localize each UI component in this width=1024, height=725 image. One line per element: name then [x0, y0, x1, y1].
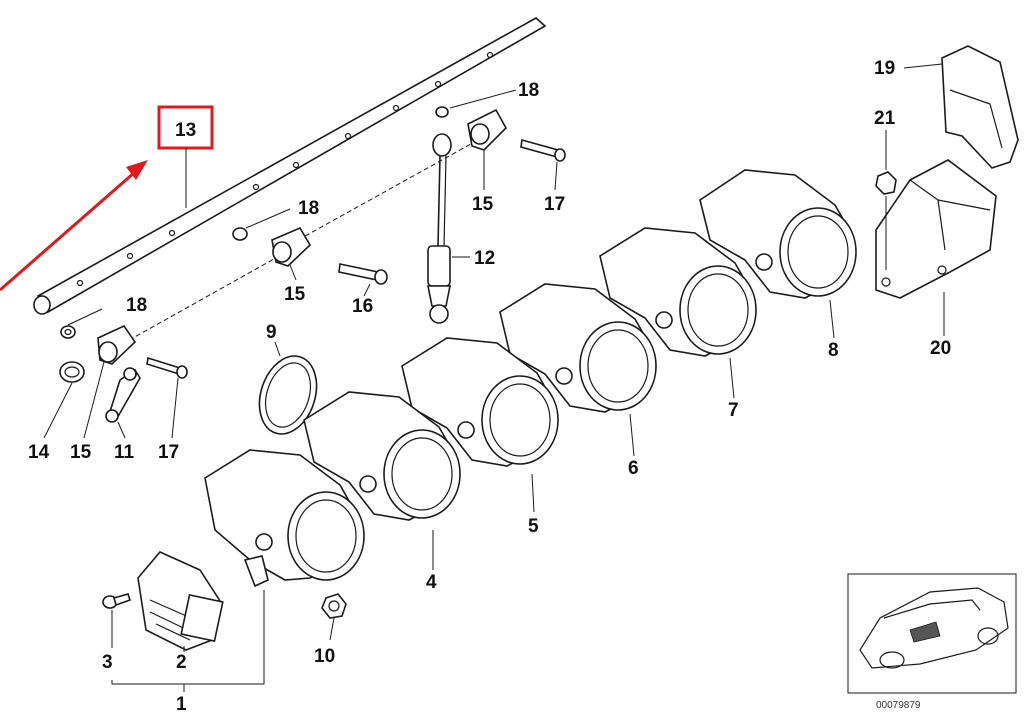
- link-rod-12: [427, 133, 452, 324]
- cover-19: [941, 45, 1019, 169]
- label-15-top: 15: [472, 194, 494, 215]
- ring-14: [59, 361, 85, 383]
- shaft: [33, 17, 547, 315]
- clamp-15-mid: [271, 226, 312, 267]
- label-4: 4: [426, 572, 437, 593]
- label-3: 3: [102, 652, 113, 673]
- label-15-mid: 15: [284, 284, 306, 305]
- sensor-2: [137, 551, 224, 651]
- clamp-15-top: [467, 108, 507, 151]
- throttle-body-7: [599, 227, 757, 357]
- washer-18-left: [60, 325, 76, 339]
- label-18-mid: 18: [298, 198, 319, 219]
- label-10: 10: [314, 646, 335, 667]
- screw-3: [102, 593, 132, 609]
- label-9: 9: [266, 322, 277, 343]
- red-arrow: [0, 160, 148, 292]
- lever-11: [105, 367, 141, 423]
- bolt-17-left: [146, 356, 188, 379]
- throttle-body-1: [204, 449, 365, 588]
- reference-number: 00079879: [876, 700, 921, 711]
- throttle-body-6: [499, 283, 657, 413]
- label-17-left: 17: [158, 442, 179, 463]
- label-13: 13: [175, 120, 196, 141]
- bolt-16: [338, 263, 388, 285]
- label-8: 8: [828, 340, 839, 361]
- label-21: 21: [874, 108, 896, 129]
- leader-lines: [43, 63, 945, 692]
- washer-18-mid: [232, 227, 248, 241]
- label-19: 19: [874, 58, 895, 79]
- car-thumbnail: [847, 573, 1017, 694]
- throttle-body-5: [401, 337, 559, 467]
- nut-21: [875, 171, 897, 195]
- clamp-15-left: [97, 324, 137, 365]
- label-12: 12: [474, 248, 495, 269]
- label-18-left: 18: [126, 295, 147, 316]
- label-16: 16: [352, 296, 373, 317]
- throttle-body-8: [699, 169, 857, 299]
- throttle-body-4: [303, 391, 461, 521]
- label-11: 11: [114, 442, 135, 463]
- part-labels: 13 18 14 15 11 17 18 15 16 18 15 17 12 9…: [28, 58, 951, 715]
- label-18-top: 18: [518, 80, 539, 101]
- label-14: 14: [28, 442, 50, 463]
- label-5: 5: [528, 516, 539, 537]
- label-20: 20: [930, 338, 951, 359]
- washer-18-top: [435, 106, 449, 118]
- label-2: 2: [176, 652, 187, 673]
- bolt-17-top: [520, 138, 566, 162]
- label-7: 7: [728, 400, 739, 421]
- bracket-20: [875, 159, 997, 299]
- label-6: 6: [628, 458, 639, 479]
- label-17-top: 17: [544, 194, 565, 215]
- label-15-left: 15: [70, 442, 92, 463]
- label-1: 1: [176, 694, 187, 715]
- nut-10: [321, 593, 347, 619]
